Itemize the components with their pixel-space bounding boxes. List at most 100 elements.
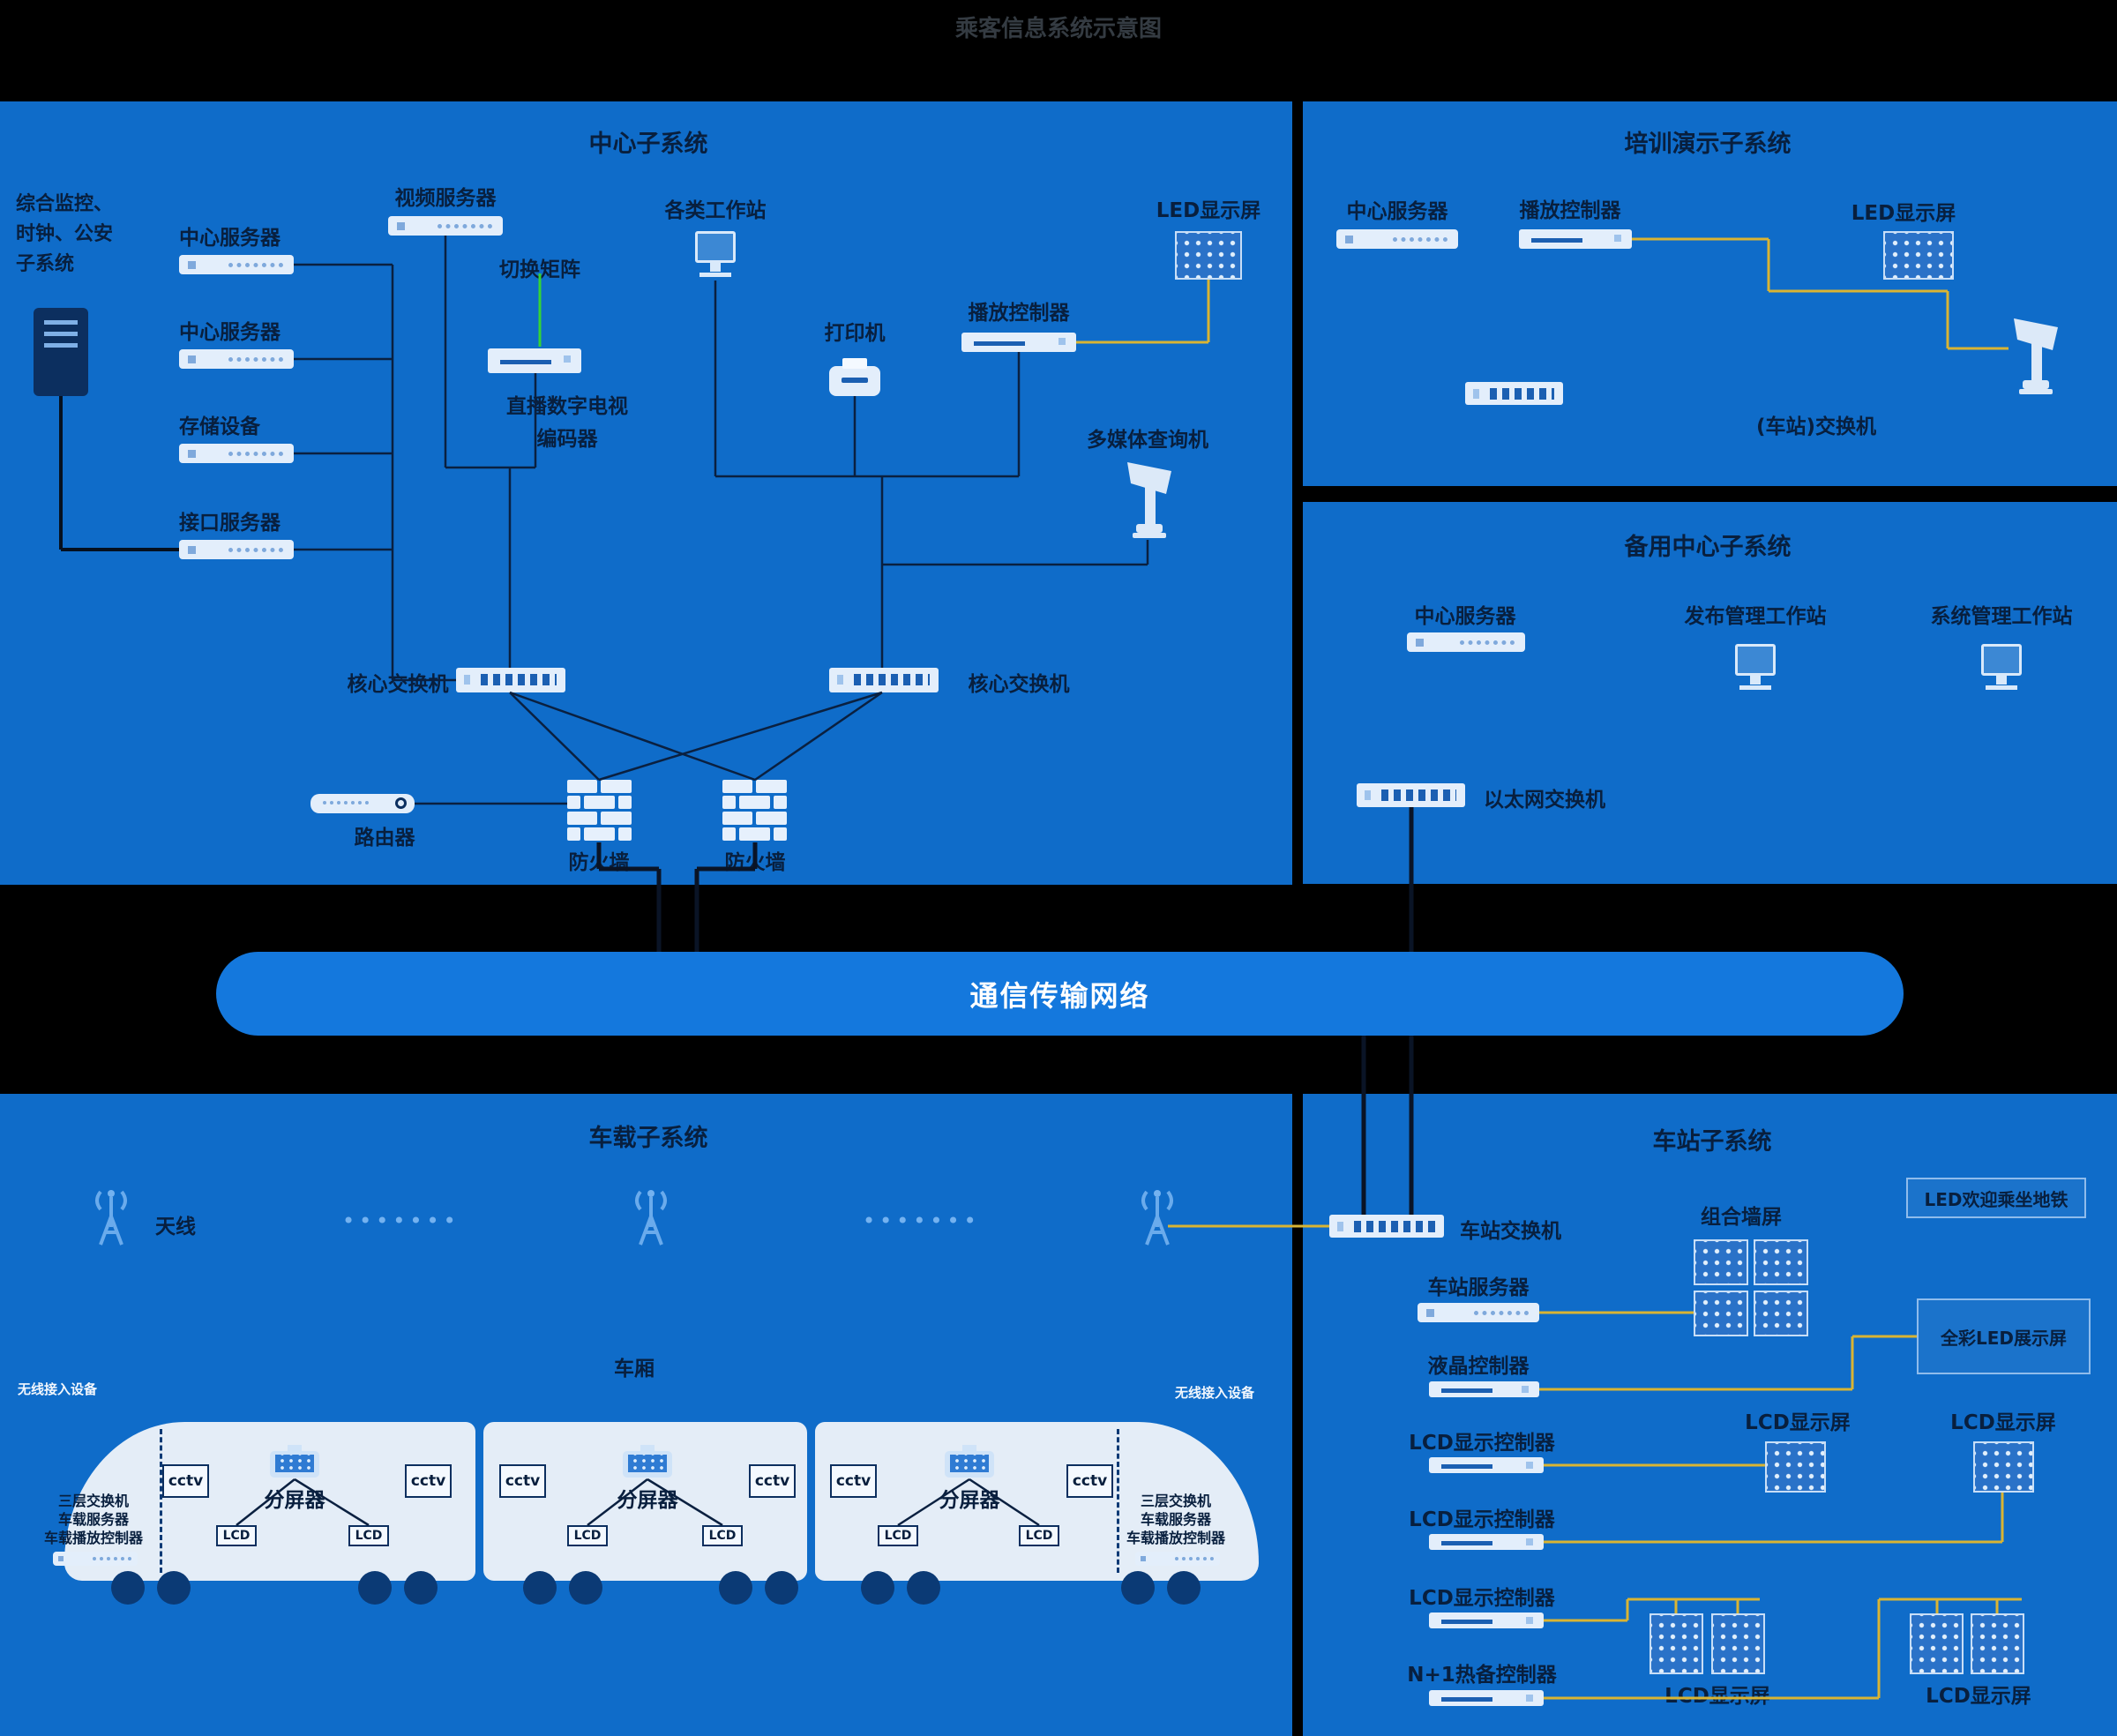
wheel bbox=[404, 1571, 438, 1605]
kiosk-label: 多媒体查询机 bbox=[1087, 429, 1208, 452]
training-server-label: 中心服务器 bbox=[1346, 200, 1448, 223]
publish-workstation-label: 发布管理工作站 bbox=[1684, 605, 1827, 628]
tower-slot bbox=[44, 343, 78, 348]
led-wall-tile bbox=[1754, 1239, 1808, 1285]
ceiling-display-screen bbox=[275, 1455, 314, 1472]
onboard-server-icon bbox=[53, 1552, 138, 1566]
core-switch-icon bbox=[829, 668, 939, 692]
cab-divider-dashed-line bbox=[160, 1429, 162, 1573]
onboard-equipment-stack-left: 三层交换机 车载服务器 车载播放控制器 bbox=[32, 1492, 155, 1547]
lcd-screen-icon bbox=[1910, 1613, 1964, 1674]
stack-line: 车载播放控制器 bbox=[43, 1530, 143, 1546]
wheel bbox=[569, 1571, 602, 1605]
wireless-device-left-label: 无线接入设备 bbox=[18, 1381, 98, 1397]
controller-icon bbox=[1429, 1613, 1544, 1628]
stack-line: 车载播放控制器 bbox=[1126, 1530, 1225, 1546]
tower-slot bbox=[44, 332, 78, 336]
wheel bbox=[358, 1571, 392, 1605]
lcd-screen-icon bbox=[1973, 1441, 2034, 1493]
backup-server-label: 中心服务器 bbox=[1414, 605, 1516, 628]
antenna-icon bbox=[95, 1190, 127, 1246]
panel-backup-subsystem: 备用中心子系统 中心服务器 发布管理工作站 系统管理工作站 以太网交换机 bbox=[1303, 502, 2117, 884]
video-server-icon bbox=[388, 216, 503, 236]
led-wall-tile bbox=[1694, 1239, 1748, 1285]
cctv-box: cctv bbox=[162, 1464, 209, 1498]
kiosk-icon bbox=[2014, 318, 2058, 394]
station-switch-icon bbox=[1465, 382, 1563, 405]
training-led-label: LED显示屏 bbox=[1851, 202, 1956, 225]
ceiling-display-icon bbox=[270, 1451, 319, 1478]
firewall-icon bbox=[567, 780, 632, 841]
play-controller-label: 播放控制器 bbox=[968, 302, 1070, 325]
panel-onboard-subsystem: 车载子系统 天线 车厢 无线接入设备 无线接入设备 bbox=[0, 1094, 1292, 1736]
lcd-box: LCD bbox=[216, 1525, 257, 1546]
training-play-controller-label: 播放控制器 bbox=[1519, 199, 1621, 222]
lcd-screen-icon bbox=[1765, 1441, 1826, 1493]
play-controller-icon bbox=[961, 333, 1076, 352]
wheel bbox=[765, 1571, 798, 1605]
lcd-screen-icon bbox=[1971, 1613, 2024, 1674]
antenna-label: 天线 bbox=[155, 1216, 196, 1238]
interface-server-label: 接口服务器 bbox=[179, 512, 281, 535]
ceiling-display-screen bbox=[628, 1455, 667, 1472]
workstation-monitor-icon bbox=[1735, 644, 1776, 676]
ethernet-switch-icon bbox=[1357, 783, 1465, 807]
onboard-panel-title: 车载子系统 bbox=[588, 1125, 708, 1152]
antenna-icon bbox=[635, 1190, 667, 1246]
firewall-icon bbox=[722, 780, 787, 841]
panel-station-subsystem: 车站子系统 车站交换机 组合墙屏 LED欢迎乘坐地铁 车站服务器 液晶控制器 L… bbox=[1303, 1094, 2117, 1736]
communication-network-label: 通信传输网络 bbox=[969, 978, 1150, 1013]
tower-slot bbox=[44, 320, 78, 325]
station-switch-label: 车站交换机 bbox=[1460, 1220, 1561, 1243]
server-icon bbox=[1418, 1303, 1539, 1322]
core-switch-right-label: 核心交换机 bbox=[968, 673, 1070, 696]
server-icon bbox=[179, 255, 294, 274]
lcd-box: LCD bbox=[348, 1525, 389, 1546]
center-panel-title: 中心子系统 bbox=[588, 131, 708, 158]
center-server-2-label: 中心服务器 bbox=[179, 321, 281, 344]
station-panel-title: 车站子系统 bbox=[1652, 1128, 1772, 1156]
combo-wall-label: 组合墙屏 bbox=[1701, 1206, 1782, 1229]
station-switch-icon bbox=[1329, 1215, 1444, 1238]
router-icon bbox=[310, 794, 415, 813]
lcd-display-controller-label: LCD显示控制器 bbox=[1409, 1587, 1555, 1610]
server-tower-icon bbox=[34, 308, 88, 396]
splitter-label: 分屏器 bbox=[617, 1489, 678, 1512]
ceiling-display-screen bbox=[950, 1455, 989, 1472]
wheel bbox=[1167, 1571, 1201, 1605]
lcd-controller-label: 液晶控制器 bbox=[1427, 1355, 1530, 1378]
side-system-label: 综合监控、 时钟、公安 子系统 bbox=[16, 190, 113, 280]
kiosk-icon bbox=[1127, 462, 1171, 538]
backup-panel-title: 备用中心子系统 bbox=[1624, 534, 1792, 561]
communication-network-bar: 通信传输网络 bbox=[216, 952, 1904, 1036]
onboard-equipment-stack-right: 三层交换机 车载服务器 车载播放控制器 bbox=[1114, 1492, 1238, 1547]
printer-label: 打印机 bbox=[824, 322, 886, 345]
wheel bbox=[1121, 1571, 1155, 1605]
side-system-line1: 综合监控、 bbox=[16, 193, 114, 215]
lcd-display-label: LCD显示屏 bbox=[1926, 1685, 2031, 1708]
firewall-right-label: 防火墙 bbox=[724, 851, 786, 874]
stack-line: 车载服务器 bbox=[1140, 1511, 1211, 1528]
lcd-box: LCD bbox=[878, 1525, 918, 1546]
carriage-label: 车厢 bbox=[614, 1358, 655, 1381]
led-display-label: LED显示屏 bbox=[1156, 199, 1261, 222]
lcd-display-label: LCD显示屏 bbox=[1745, 1411, 1851, 1434]
cctv-box: cctv bbox=[830, 1464, 877, 1498]
ceiling-display-icon bbox=[945, 1451, 994, 1478]
encoder-label-line1: 直播数字电视 bbox=[506, 395, 628, 418]
play-controller-icon bbox=[1519, 229, 1632, 249]
cctv-box: cctv bbox=[1066, 1464, 1113, 1498]
firewall-left-label: 防火墙 bbox=[568, 851, 630, 874]
cctv-box: cctv bbox=[499, 1464, 546, 1498]
antenna-icon bbox=[1141, 1190, 1173, 1246]
side-system-line2: 时钟、公安 bbox=[16, 223, 114, 245]
wheel bbox=[907, 1571, 940, 1605]
stack-line: 三层交换机 bbox=[1140, 1493, 1211, 1509]
wheel bbox=[719, 1571, 752, 1605]
led-wall-tile bbox=[1754, 1291, 1808, 1336]
lcd-display-controller-label: LCD显示控制器 bbox=[1409, 1432, 1555, 1455]
cctv-box: cctv bbox=[749, 1464, 796, 1498]
workstation-monitor-icon bbox=[1981, 644, 2022, 676]
onboard-server-icon bbox=[1135, 1552, 1220, 1566]
stack-line: 车载服务器 bbox=[57, 1511, 129, 1528]
